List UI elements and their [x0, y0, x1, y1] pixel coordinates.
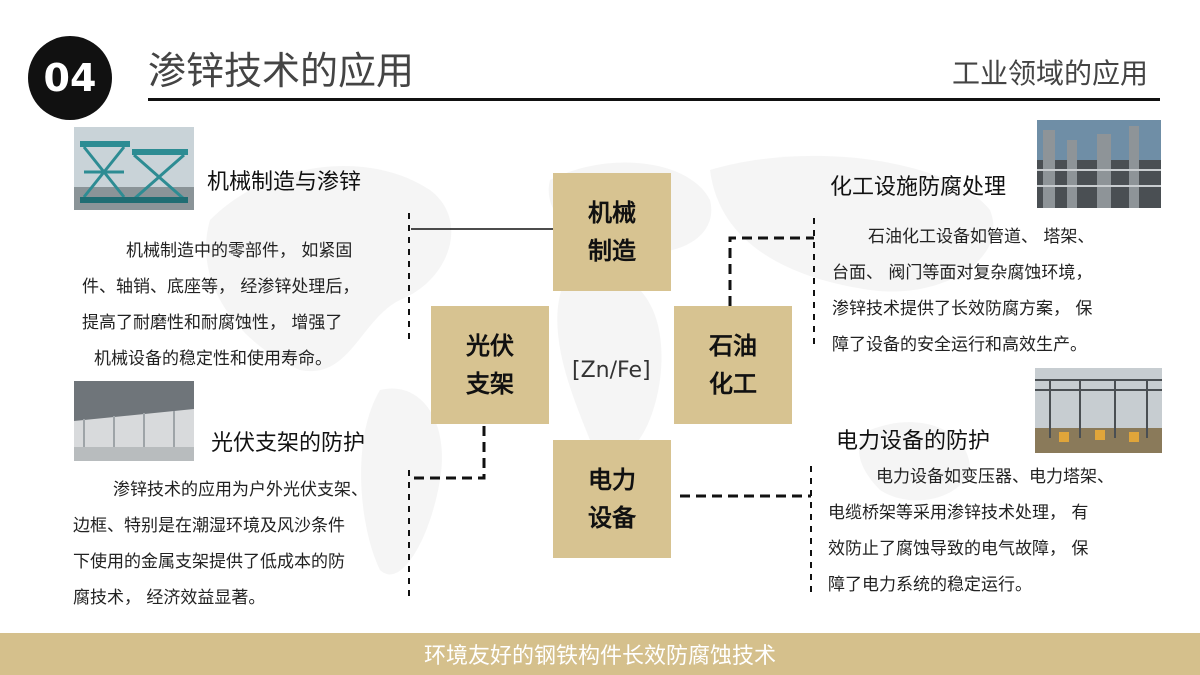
- power-line: 效防止了腐蚀导致的电气故障， 保: [828, 539, 1089, 559]
- box-pv-line: 光伏: [466, 332, 514, 360]
- box-pv-line: 支架: [466, 370, 514, 398]
- pv-rack-photo: [74, 381, 194, 461]
- mechanical-line: 机械制造中的零部件， 如紧固: [126, 241, 353, 261]
- box-mechanical-line: 机械: [588, 199, 636, 227]
- page-subtitle: 工业领域的应用: [951, 57, 1148, 90]
- pv-description: 渗锌技术的应用为户外光伏支架、 边框、特别是在潮湿环境及风沙条件 下使用的金属支…: [73, 472, 413, 616]
- chemical-line: 石油化工设备如管道、 塔架、: [868, 227, 1095, 247]
- zn-fe-formula: [Zn/Fe]: [572, 358, 651, 383]
- box-mechanical: 机械 制造: [553, 173, 671, 291]
- footer-banner: 环境友好的钢铁构件长效防腐蚀技术: [0, 633, 1200, 675]
- box-power-line: 设备: [588, 504, 636, 532]
- box-chemical: 石油 化工: [674, 306, 792, 424]
- chemical-description: 石油化工设备如管道、 塔架、 台面、 阀门等面对复杂腐蚀环境， 渗锌技术提供了长…: [832, 219, 1162, 363]
- box-chemical-line: 石油: [709, 332, 757, 360]
- refinery-photo: [1037, 120, 1161, 208]
- power-line: 障了电力系统的稳定运行。: [828, 575, 1032, 595]
- title-divider: [148, 98, 1160, 101]
- chemical-heading: 化工设施防腐处理: [830, 175, 1007, 200]
- power-line: 电缆桥架等采用渗锌技术处理， 有: [828, 503, 1089, 523]
- box-pv: 光伏 支架: [431, 306, 549, 424]
- chemical-line: 渗锌技术提供了长效防腐方案， 保: [832, 299, 1093, 319]
- chemical-line: 障了设备的安全运行和高效生产。: [832, 335, 1087, 355]
- chemical-line: 台面、 阀门等面对复杂腐蚀环境，: [832, 263, 1093, 283]
- power-line: 电力设备如变压器、电力塔架、: [876, 467, 1114, 487]
- box-mechanical-line: 制造: [588, 237, 636, 265]
- power-description: 电力设备如变压器、电力塔架、 电缆桥架等采用渗锌技术处理， 有 效防止了腐蚀导致…: [828, 459, 1158, 603]
- pv-line: 边框、特别是在潮湿环境及风沙条件: [73, 516, 345, 536]
- box-power-line: 电力: [588, 466, 636, 494]
- footer-text: 环境友好的钢铁构件长效防腐蚀技术: [423, 644, 776, 669]
- scissor-lift-photo: [74, 127, 194, 210]
- mechanical-description: 机械制造中的零部件， 如紧固 件、轴销、底座等， 经渗锌处理后， 提高了耐磨性和…: [82, 233, 412, 377]
- mechanical-line: 提高了耐磨性和耐腐蚀性， 增强了: [82, 313, 343, 333]
- mechanical-line: 机械设备的稳定性和使用寿命。: [94, 349, 332, 369]
- pv-line: 渗锌技术的应用为户外光伏支架、: [113, 480, 368, 500]
- box-power: 电力 设备: [553, 440, 671, 558]
- box-chemical-line: 化工: [709, 370, 757, 398]
- pv-heading: 光伏支架的防护: [211, 431, 366, 456]
- section-number-badge: 04: [28, 36, 112, 120]
- mechanical-heading: 机械制造与渗锌: [207, 170, 362, 195]
- substation-photo: [1035, 368, 1162, 453]
- pv-line: 腐技术， 经济效益显著。: [73, 588, 266, 608]
- pv-line: 下使用的金属支架提供了低成本的防: [73, 552, 345, 572]
- power-heading: 电力设备的防护: [836, 429, 991, 454]
- mechanical-line: 件、轴销、底座等， 经渗锌处理后，: [82, 277, 360, 297]
- page-title: 渗锌技术的应用: [148, 49, 415, 93]
